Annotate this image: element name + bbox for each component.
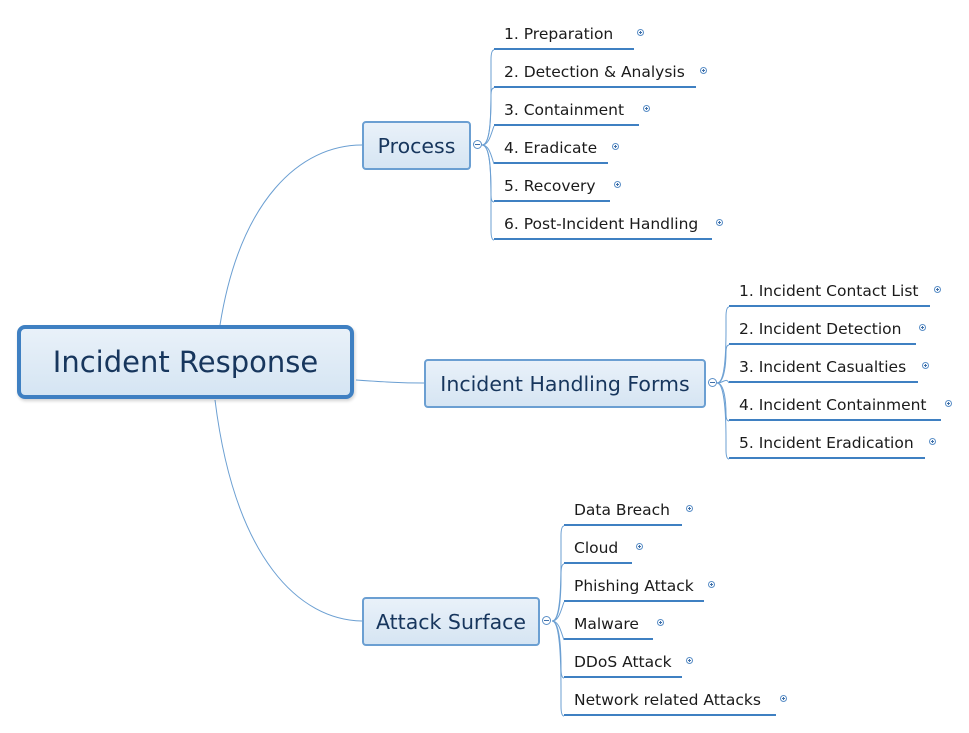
topic-incident-eradication[interactable]: 5. Incident Eradication (729, 432, 925, 459)
topic-label: Data Breach (574, 501, 670, 519)
branch-forms-label: Incident Handling Forms (440, 371, 690, 396)
plus-circle-icon[interactable] (686, 505, 693, 512)
topic-label: Malware (574, 615, 639, 633)
topic-label: 6. Post-Incident Handling (504, 215, 699, 233)
root-topic[interactable]: Incident Response (17, 325, 354, 399)
branch-attack-surface-label: Attack Surface (375, 609, 527, 634)
plus-circle-icon[interactable] (614, 181, 621, 188)
plus-circle-icon[interactable] (636, 543, 643, 550)
plus-circle-icon[interactable] (612, 143, 619, 150)
topic-label: 3. Incident Casualties (739, 358, 907, 376)
topic-malware[interactable]: Malware (564, 613, 653, 640)
branch-process-label: Process (377, 133, 456, 158)
topic-ddos-attack[interactable]: DDoS Attack (564, 651, 682, 678)
plus-circle-icon[interactable] (716, 219, 723, 226)
topic-label: Network related Attacks (574, 691, 761, 709)
topic-network-related-attacks[interactable]: Network related Attacks (564, 689, 776, 716)
topic-incident-containment[interactable]: 4. Incident Containment (729, 394, 941, 421)
plus-circle-icon[interactable] (708, 581, 715, 588)
minus-circle-icon[interactable] (708, 378, 717, 387)
plus-circle-icon[interactable] (700, 67, 707, 74)
plus-circle-icon[interactable] (637, 29, 644, 36)
topic-label: 2. Incident Detection (739, 320, 902, 338)
topic-label: 5. Incident Eradication (739, 434, 914, 452)
topic-post-incident-handling[interactable]: 6. Post-Incident Handling (494, 213, 712, 240)
topic-incident-detection[interactable]: 2. Incident Detection (729, 318, 916, 345)
topic-label: 1. Incident Contact List (739, 282, 919, 300)
minus-circle-icon[interactable] (473, 140, 482, 149)
topic-label: 1. Preparation (504, 25, 614, 43)
topic-label: 2. Detection & Analysis (504, 63, 685, 81)
topic-label: 3. Containment (504, 101, 625, 119)
topic-phishing-attack[interactable]: Phishing Attack (564, 575, 704, 602)
topic-label: 4. Incident Containment (739, 396, 927, 414)
topic-cloud[interactable]: Cloud (564, 537, 632, 564)
topic-label: 5. Recovery (504, 177, 596, 195)
topic-data-breach[interactable]: Data Breach (564, 499, 682, 526)
topic-label: 4. Eradicate (504, 139, 598, 157)
minus-circle-icon[interactable] (542, 616, 551, 625)
plus-circle-icon[interactable] (945, 400, 952, 407)
plus-circle-icon[interactable] (643, 105, 650, 112)
topic-incident-contact-list[interactable]: 1. Incident Contact List (729, 280, 930, 307)
plus-circle-icon[interactable] (657, 619, 664, 626)
root-topic-label: Incident Response (52, 345, 319, 379)
topic-label: DDoS Attack (574, 653, 672, 671)
topic-preparation[interactable]: 1. Preparation (494, 23, 634, 50)
plus-circle-icon[interactable] (929, 438, 936, 445)
topic-eradicate[interactable]: 4. Eradicate (494, 137, 608, 164)
branch-process[interactable]: Process (362, 121, 471, 170)
topic-incident-casualties[interactable]: 3. Incident Casualties (729, 356, 918, 383)
plus-circle-icon[interactable] (919, 324, 926, 331)
topic-label: Cloud (574, 539, 619, 557)
topic-detection-analysis[interactable]: 2. Detection & Analysis (494, 61, 696, 88)
branch-attack-surface[interactable]: Attack Surface (362, 597, 540, 646)
topic-containment[interactable]: 3. Containment (494, 99, 639, 126)
topic-recovery[interactable]: 5. Recovery (494, 175, 610, 202)
plus-circle-icon[interactable] (922, 362, 929, 369)
plus-circle-icon[interactable] (686, 657, 693, 664)
topic-label: Phishing Attack (574, 577, 694, 595)
branch-incident-handling-forms[interactable]: Incident Handling Forms (424, 359, 706, 408)
plus-circle-icon[interactable] (780, 695, 787, 702)
plus-circle-icon[interactable] (934, 286, 941, 293)
